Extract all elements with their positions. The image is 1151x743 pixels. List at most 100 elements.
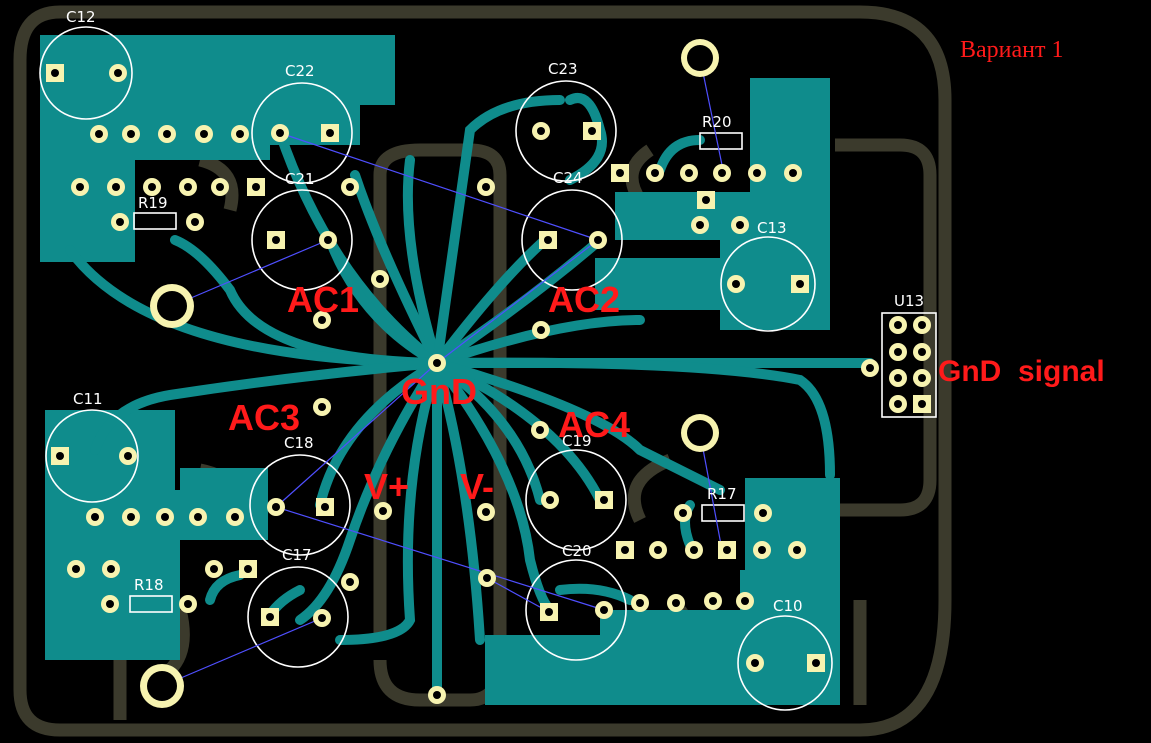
pad-hole: [600, 606, 608, 614]
designator-c13: C13: [757, 219, 787, 237]
pad-hole: [318, 403, 326, 411]
pad-hole: [796, 280, 804, 288]
pad-hole: [107, 565, 115, 573]
c24-outline: [521, 189, 623, 291]
pad-hole: [346, 578, 354, 586]
pad-hole: [326, 129, 334, 137]
designator-c19: C19: [562, 432, 592, 450]
pad-hole: [918, 374, 926, 382]
designator-r20: R20: [702, 113, 732, 131]
pad-hole: [433, 359, 441, 367]
net-label-ac3: AC3: [228, 397, 300, 438]
pad-hole: [161, 513, 169, 521]
pad-hole: [690, 546, 698, 554]
ratsnest: [161, 57, 723, 687]
pad-hole: [266, 613, 274, 621]
designator-c22: C22: [285, 62, 315, 80]
pad-hole: [252, 183, 260, 191]
net-label-v-plus: V+: [364, 466, 409, 507]
pad-hole: [702, 196, 710, 204]
net-label-ac2: AC2: [548, 279, 620, 320]
pad-hole: [894, 400, 902, 408]
pad-hole: [324, 236, 332, 244]
pad-hole: [696, 221, 704, 229]
pad-hole: [759, 509, 767, 517]
pad-hole: [918, 321, 926, 329]
pad-hole: [588, 127, 596, 135]
variant-label: Вариант 1: [960, 37, 1064, 63]
pad-hole: [545, 608, 553, 616]
designator-r18: R18: [134, 576, 164, 594]
pad-hole: [894, 321, 902, 329]
pad-hole: [866, 364, 874, 372]
pad-hole: [736, 221, 744, 229]
c10-outline: [737, 615, 833, 711]
pad-hole: [433, 691, 441, 699]
pad-hole: [127, 130, 135, 138]
pad-hole: [685, 169, 693, 177]
pad-hole: [379, 507, 387, 515]
pad-hole: [210, 565, 218, 573]
c17-outline: [247, 566, 349, 668]
pad-hole: [272, 236, 280, 244]
r18-outline: [129, 595, 173, 613]
pad-hole: [537, 326, 545, 334]
pad-hole: [482, 183, 490, 191]
pad-hole: [106, 600, 114, 608]
pad-hole: [621, 546, 629, 554]
pad-hole: [318, 614, 326, 622]
large-holes: [140, 39, 719, 708]
pad-hole: [789, 169, 797, 177]
net-label-gnd: GnD: [401, 371, 477, 412]
pad-hole: [483, 574, 491, 582]
pad-hole: [231, 513, 239, 521]
pad-hole: [184, 183, 192, 191]
designator-c21: C21: [285, 170, 315, 188]
c20-outline: [525, 559, 627, 661]
net-label-ac4: AC4: [558, 404, 630, 445]
pad-hole: [654, 546, 662, 554]
designator-c17: C17: [282, 546, 312, 564]
pad-hole: [114, 69, 122, 77]
pad-hole: [894, 348, 902, 356]
pad-hole: [148, 183, 156, 191]
pad-hole: [51, 69, 59, 77]
round-pads: [67, 64, 931, 704]
designator-u13: U13: [894, 292, 924, 310]
pad-hole: [894, 374, 902, 382]
pad-hole: [732, 280, 740, 288]
net-label-ac1: AC1: [287, 279, 359, 320]
pad-hole: [127, 513, 135, 521]
pad-hole: [376, 275, 384, 283]
pad-hole: [793, 546, 801, 554]
designator-c24: C24: [553, 169, 583, 187]
c11-outline: [45, 409, 139, 503]
designator-r17: R17: [707, 485, 737, 503]
c12-outline: [39, 26, 133, 120]
pad-hole: [236, 130, 244, 138]
pad-hole: [616, 169, 624, 177]
pad-hole: [124, 452, 132, 460]
pad-hole: [91, 513, 99, 521]
square-pads: [46, 64, 931, 672]
c23-outline: [515, 80, 617, 182]
pad-hole: [636, 599, 644, 607]
silkscreen-outlines: [39, 26, 937, 711]
c13-outline: [720, 236, 816, 332]
r17-outline: [701, 504, 745, 522]
designator-c20: C20: [562, 542, 592, 560]
pad-hole: [536, 426, 544, 434]
pad-hole: [216, 183, 224, 191]
pad-hole: [346, 183, 354, 191]
pad-hole: [812, 659, 820, 667]
pad-hole: [600, 496, 608, 504]
r19-outline: [133, 212, 177, 230]
designators: C12 C22 C21 C23 C24 C13 C11 C18 C17 C19 …: [66, 8, 924, 615]
pad-hole: [546, 496, 554, 504]
pad-hole: [194, 513, 202, 521]
c18-outline: [249, 454, 351, 556]
pad-hole: [651, 169, 659, 177]
pad-hole: [723, 546, 731, 554]
pad-hole: [537, 127, 545, 135]
pad-hole: [672, 599, 680, 607]
